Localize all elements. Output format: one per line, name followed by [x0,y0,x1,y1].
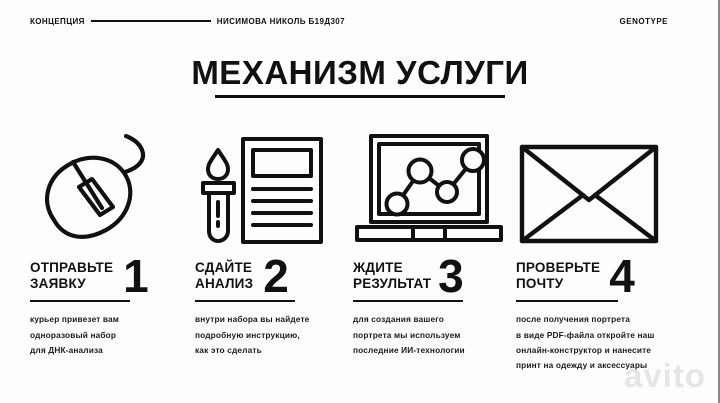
step-1-title: ОТПРАВЬТЕ ЗАЯВКУ [30,260,114,291]
step-1-number: 1 [123,250,149,302]
step-4-icon-box [516,128,690,246]
laptop-chart-icon [355,134,503,242]
header-brand-label: GENOTYPE [619,16,668,26]
step-4-body-line: после получения портрета [516,314,630,325]
step-2-body-line: как это сделать [195,345,262,355]
step-column-4: ПРОВЕРЬТЕ ПОЧТУ 4 после получения портре… [516,128,690,374]
step-1-body-line: одноразовый набор [30,329,117,340]
step-2-title: СДАЙТЕ АНАЛИЗ [195,260,254,291]
step-2-body: внутри набора вы найдете подробную инстр… [195,312,353,358]
step-3-body-line: последние ИИ-технологии [353,345,465,355]
step-3-title: ЖДИТЕ РЕЗУЛЬТАТ [353,260,432,291]
step-4-rule [516,299,618,303]
step-4-body-line: принт на одежду и аксессуары [516,360,648,371]
step-2-rule [195,299,295,303]
page-title-underline [215,95,505,99]
step-2-body-line: подробную инструкцию, [195,329,300,340]
step-4-title: ПРОВЕРЬТЕ ПОЧТУ [516,260,601,291]
page-title: МЕХАНИЗМ УСЛУГИ [191,54,529,91]
step-3-icon-box [353,128,516,246]
step-3-number: 3 [438,250,464,302]
step-3-head: ЖДИТЕ РЕЗУЛЬТАТ 3 [353,250,516,302]
step-1-body-line: курьер привезет вам [30,314,120,325]
header-divider-rule [90,19,211,23]
step-1-body: курьер привезет вам одноразовый набор дл… [30,312,195,358]
step-1-rule [30,299,130,303]
step-2-body-line: внутри набора вы найдете [195,314,310,325]
header-author-label: НИСИМОВА НИКОЛЬ Б19Д307 [216,16,346,26]
step-4-body-line: онлайн-конструктор и нанесите [516,345,652,355]
step-column-2: СДАЙТЕ АНАЛИЗ 2 внутри набора вы найдете… [195,128,353,374]
step-4-head: ПРОВЕРЬТЕ ПОЧТУ 4 [516,250,690,302]
step-2-number: 2 [263,250,289,302]
step-1-head: ОТПРАВЬТЕ ЗАЯВКУ 1 [30,250,195,302]
step-3-rule [353,299,463,303]
computer-mouse-icon [44,134,146,239]
step-column-3: ЖДИТЕ РЕЗУЛЬТАТ 3 для создания вашего по… [353,128,516,374]
step-3-body-line: для создания вашего [353,314,444,325]
page-title-block: МЕХАНИЗМ УСЛУГИ [0,54,720,99]
step-3-body-line: портрета мы используем [353,329,461,340]
step-4-body: после получения портрета в виде PDF-файл… [516,312,690,373]
step-1-icon-box [30,128,195,246]
step-4-number: 4 [609,250,635,302]
slide-header: КОНЦЕПЦИЯ НИСИМОВА НИКОЛЬ Б19Д307 GENOTY… [30,14,690,28]
envelope-icon [519,144,659,244]
step-column-1: ОТПРАВЬТЕ ЗАЯВКУ 1 курьер привезет вам о… [30,128,195,374]
step-2-icon-box [195,128,353,246]
test-tube-document-icon [201,137,323,244]
step-2-head: СДАЙТЕ АНАЛИЗ 2 [195,250,353,302]
step-3-body: для создания вашего портрета мы использу… [353,312,516,358]
header-section-label: КОНЦЕПЦИЯ [30,16,85,26]
steps-row: ОТПРАВЬТЕ ЗАЯВКУ 1 курьер привезет вам о… [30,128,690,374]
step-4-body-line: в виде PDF-файла откройте наш [516,329,655,340]
step-1-body-line: для ДНК-анализа [30,345,103,355]
